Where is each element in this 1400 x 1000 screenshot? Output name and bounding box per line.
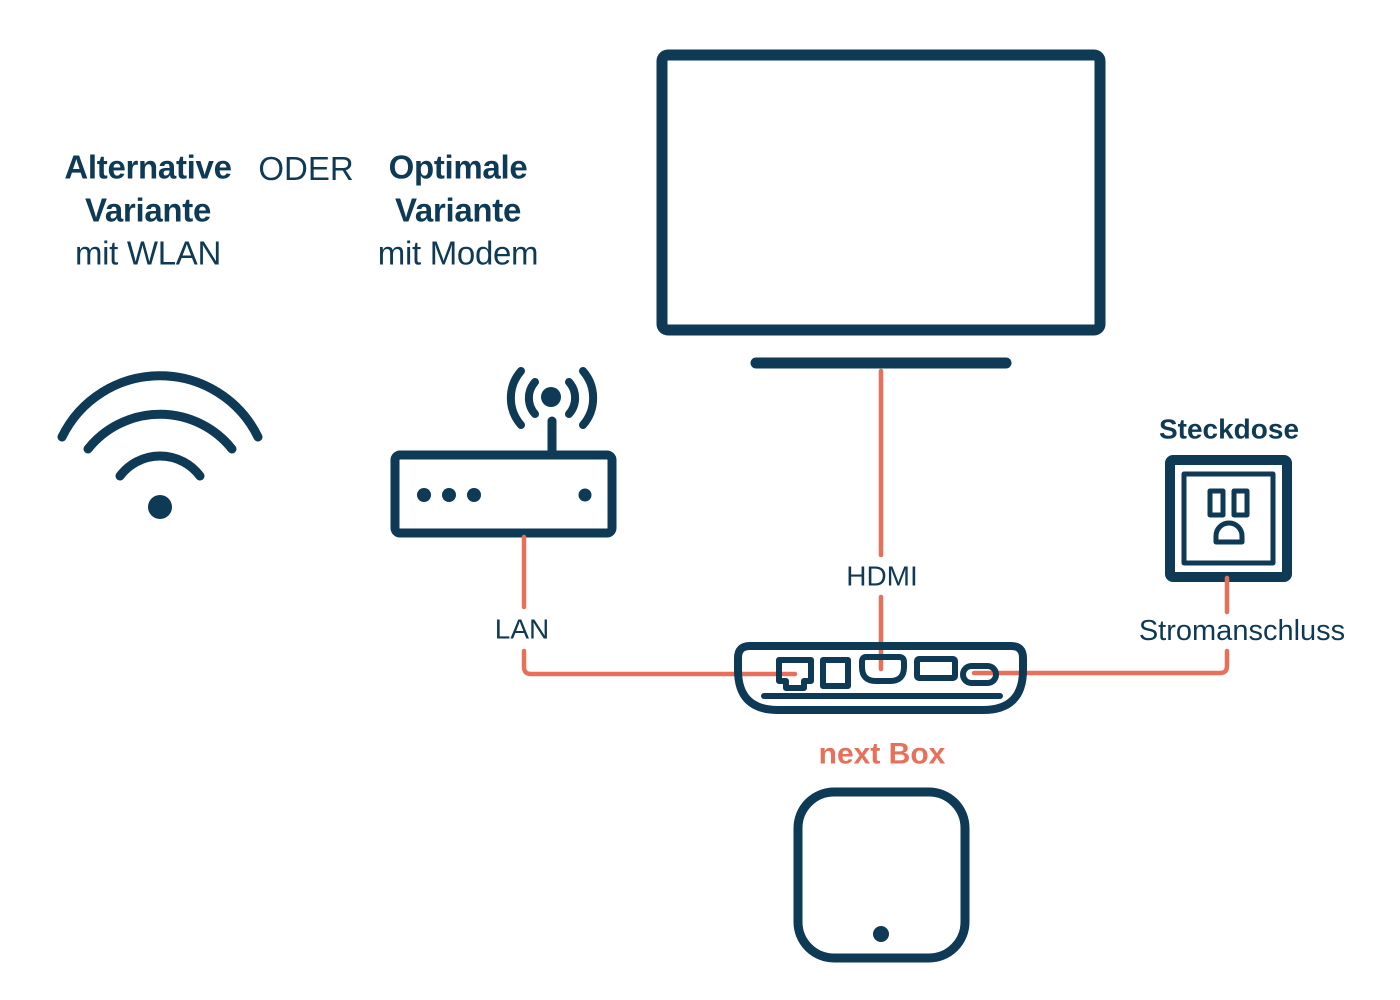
alternative-variant-line3: mit WLAN <box>74 234 222 272</box>
power-port <box>960 663 999 686</box>
rect-port <box>914 656 958 681</box>
next-box-top-view-icon <box>793 787 970 963</box>
optimal-variant-line1: Optimale <box>388 148 528 186</box>
hdmi-port <box>859 654 907 684</box>
power-cable-line <box>971 575 1230 676</box>
device-name-label: next Box <box>818 737 946 771</box>
alternative-variant-line2: Variante <box>84 191 212 229</box>
lan-cable-line <box>521 534 798 677</box>
socket-label: Steckdose <box>1158 413 1300 445</box>
lan-port <box>776 657 814 691</box>
hdmi-label: HDMI <box>846 560 918 592</box>
alternative-variant-title: Alternative Variante mit WLAN <box>64 146 232 275</box>
tv-icon <box>656 49 1106 369</box>
router-modem-icon <box>390 367 617 538</box>
usb-port <box>820 657 851 689</box>
optimal-variant-line3: mit Modem <box>377 234 539 272</box>
wifi-icon <box>57 371 263 519</box>
power-connection-label: Stromanschluss <box>1138 615 1346 648</box>
alternative-variant-line1: Alternative <box>64 148 232 186</box>
next-box-rear-ports-icon <box>734 642 1027 714</box>
or-connector-label: ODER <box>258 149 354 187</box>
power-outlet-icon <box>1165 455 1292 582</box>
optimal-variant-title: Optimale Variante mit Modem <box>378 146 539 275</box>
optimal-variant-line2: Variante <box>394 191 521 229</box>
lan-label: LAN <box>494 613 550 645</box>
